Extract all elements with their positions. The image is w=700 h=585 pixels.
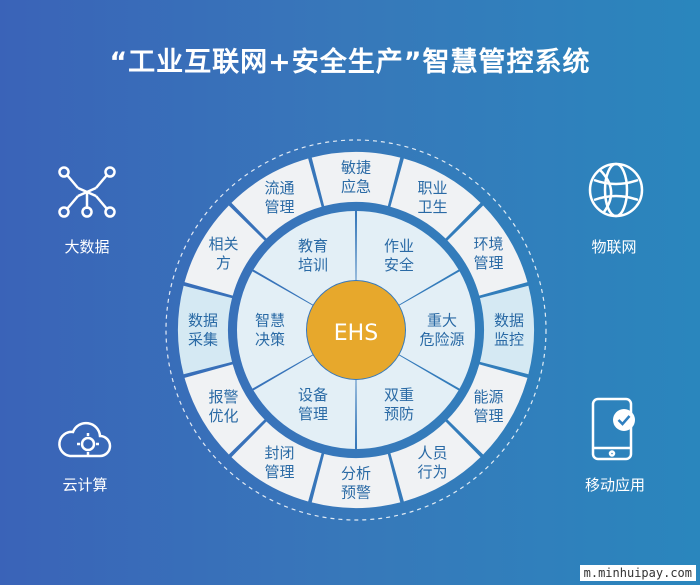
outer-segment-label: 能源管理 bbox=[473, 388, 503, 425]
center-label: EHS bbox=[334, 321, 378, 346]
outer-ring: 敏捷应急职业卫生环境管理数据监控能源管理人员行为分析预警 封闭管理报警优化 数据采集… bbox=[178, 152, 534, 509]
outer-segment-label: 职业卫生 bbox=[417, 179, 447, 216]
outer-segment bbox=[447, 364, 528, 455]
globe-icon bbox=[588, 162, 644, 218]
outer-segment-label: 报警优化 bbox=[208, 388, 238, 425]
outer-segment-label: 相关方 bbox=[208, 235, 238, 272]
inner-segment bbox=[237, 271, 313, 389]
page-title: “工业互联网+安全生产”智慧管控系统 bbox=[109, 47, 591, 78]
cloud-gear-icon bbox=[58, 421, 112, 458]
outer-segment bbox=[184, 205, 265, 296]
inner-segment bbox=[399, 271, 475, 389]
inner-segment bbox=[253, 355, 356, 449]
outer-segment bbox=[479, 285, 534, 375]
outer-segment-label: 人员行为 bbox=[417, 444, 447, 481]
outer-segment bbox=[231, 421, 322, 502]
mobile-app-label: 移动应用 bbox=[584, 476, 645, 494]
iot-label: 物联网 bbox=[591, 238, 637, 256]
outer-segment bbox=[390, 421, 481, 502]
outer-segment-label: 分析预警 bbox=[341, 465, 371, 502]
outer-segment bbox=[311, 152, 401, 207]
inner-segment-label: 教育培训 bbox=[298, 237, 328, 274]
inner-segment-label: 双重预防 bbox=[384, 386, 414, 423]
outer-segment bbox=[447, 205, 528, 296]
outer-segment bbox=[231, 158, 322, 239]
outer-segment bbox=[178, 285, 233, 375]
outer-segment-label: 敏捷应急 bbox=[341, 159, 371, 196]
outer-segment-label: 数据采集 bbox=[188, 312, 218, 349]
inner-segment-label: 重大危险源 bbox=[419, 312, 464, 349]
center-circle bbox=[307, 281, 405, 379]
inner-segment-label: 智慧决策 bbox=[255, 312, 285, 349]
dashed-outer-ring bbox=[165, 139, 547, 521]
outer-segment bbox=[390, 158, 481, 239]
inner-segment bbox=[253, 211, 356, 305]
outer-segment-label: 流通管理 bbox=[264, 179, 294, 216]
network-nodes-icon bbox=[58, 166, 116, 218]
outer-segment-label: 环境管理 bbox=[473, 235, 503, 272]
inner-segment-label: 作业安全 bbox=[384, 237, 414, 274]
inner-segment-label: 设备管理 bbox=[298, 386, 328, 423]
cloud-computing-label: 云计算 bbox=[62, 476, 108, 494]
outer-segment-label: 数据监控 bbox=[494, 312, 524, 349]
outer-segment bbox=[184, 364, 265, 455]
mobile-phone-icon bbox=[591, 397, 635, 461]
outer-segment bbox=[311, 453, 401, 509]
watermark: m.minhuipay.com bbox=[579, 565, 696, 581]
inner-segment bbox=[356, 211, 459, 305]
big-data-label: 大数据 bbox=[64, 238, 110, 256]
inner-segment bbox=[356, 355, 459, 449]
outer-segment-label: 封闭管理 bbox=[264, 444, 294, 481]
